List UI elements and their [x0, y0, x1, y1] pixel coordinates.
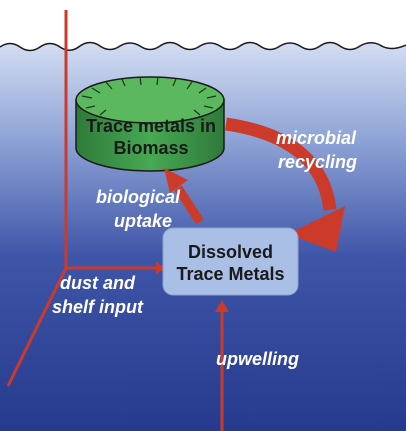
microbial-recycling-label-line1: microbial [276, 128, 357, 148]
upwelling-label: upwelling [216, 349, 299, 369]
biomass-label-line2: Biomass [113, 138, 189, 158]
dissolved-pool-box [162, 227, 299, 296]
biological-uptake-label-line2: uptake [114, 211, 173, 231]
upwelling-arrow [215, 300, 229, 431]
dust-input-label-line2: shelf input [52, 297, 143, 317]
biomass-label-line1: Trace metals in [85, 116, 217, 136]
biomass-pool [75, 76, 225, 172]
biological-uptake-label-line1: biological [96, 187, 181, 207]
microbial-recycling-arrow [225, 117, 345, 252]
microbial-recycling-label-line2: recycling [278, 152, 358, 172]
dissolved-label-line1: Dissolved [187, 242, 274, 262]
biological-uptake-arrow [164, 168, 204, 225]
dissolved-label-line2: Trace Metals [176, 264, 285, 284]
dust-input-arrow [6, 10, 166, 387]
dust-input-label-line1: dust and [60, 273, 135, 293]
